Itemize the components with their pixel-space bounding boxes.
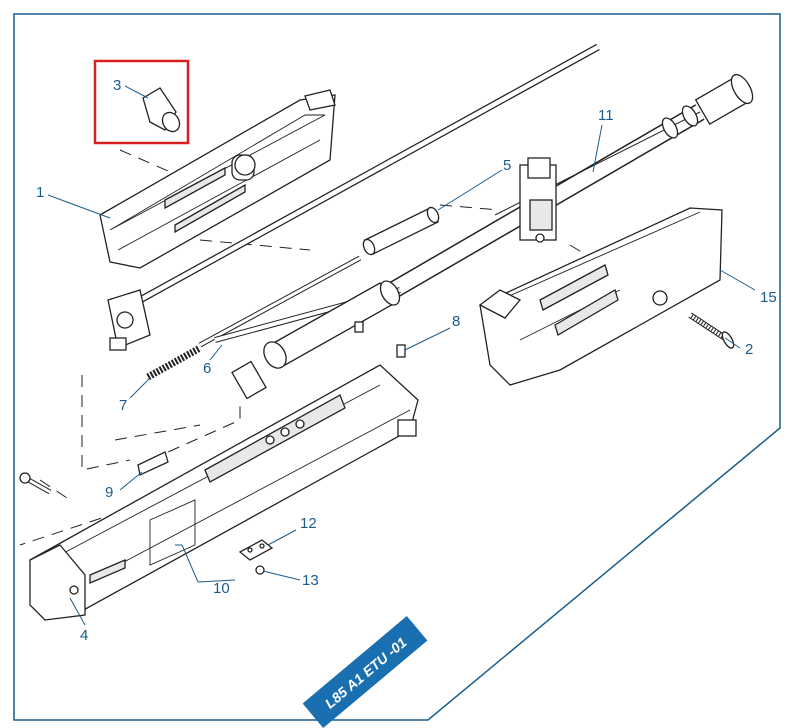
leader-1 bbox=[47, 194, 111, 219]
plate bbox=[238, 539, 274, 561]
alignment-line bbox=[39, 479, 71, 501]
leader-4 bbox=[69, 597, 86, 626]
alignment-line bbox=[119, 149, 201, 186]
callout-9: 9 bbox=[105, 484, 113, 501]
latch-part bbox=[142, 87, 181, 133]
retaining-clip bbox=[137, 451, 169, 476]
leader-10 bbox=[175, 544, 236, 583]
piston-rod bbox=[214, 280, 401, 400]
alignment-line bbox=[114, 424, 201, 441]
leader-8 bbox=[404, 327, 451, 351]
callout-15: 15 bbox=[760, 289, 777, 306]
callout-12: 12 bbox=[300, 515, 317, 532]
bolt-assembly bbox=[107, 289, 151, 351]
callout-2: 2 bbox=[745, 341, 753, 358]
callout-13: 13 bbox=[302, 572, 319, 589]
callout-5: 5 bbox=[503, 157, 511, 174]
lower-handguard bbox=[478, 207, 723, 386]
pivot-pin bbox=[19, 472, 52, 495]
leader-3 bbox=[124, 85, 149, 99]
leader-13 bbox=[262, 570, 301, 581]
alignment-line bbox=[19, 511, 121, 546]
screw bbox=[688, 312, 735, 349]
gas-block bbox=[519, 157, 557, 243]
callout-10: 10 bbox=[213, 580, 230, 597]
small-screw bbox=[354, 321, 406, 358]
diagram-id-badge: L85 A1 ETU -01 bbox=[302, 616, 428, 728]
leader-5 bbox=[437, 169, 503, 211]
alignment-line bbox=[149, 400, 241, 461]
callout-7: 7 bbox=[119, 397, 127, 414]
callout-11: 11 bbox=[598, 107, 614, 124]
leader-7 bbox=[129, 377, 151, 399]
badge-text: L85 A1 ETU -01 bbox=[322, 634, 410, 712]
alignment-line bbox=[199, 239, 311, 251]
plate-screw bbox=[255, 565, 265, 575]
alignment-line bbox=[439, 204, 501, 211]
guide-rod bbox=[198, 255, 362, 348]
callout-3: 3 bbox=[113, 77, 121, 94]
callout-6: 6 bbox=[203, 360, 211, 377]
diagram-frame bbox=[13, 13, 781, 721]
leader-12 bbox=[267, 529, 297, 546]
leader-15 bbox=[719, 269, 756, 291]
leader-11 bbox=[592, 124, 603, 173]
callout-4: 4 bbox=[80, 627, 88, 644]
alignment-line bbox=[81, 375, 131, 471]
callout-8: 8 bbox=[452, 313, 460, 330]
long-rod bbox=[138, 43, 600, 304]
upper-handguard bbox=[99, 89, 336, 269]
highlight-box bbox=[93, 59, 190, 145]
callout-1: 1 bbox=[36, 184, 44, 201]
leader-6 bbox=[209, 344, 223, 361]
leader-9 bbox=[119, 471, 143, 491]
recoil-spring bbox=[146, 344, 202, 381]
piston-tube bbox=[362, 206, 440, 256]
leader-2 bbox=[724, 337, 741, 349]
